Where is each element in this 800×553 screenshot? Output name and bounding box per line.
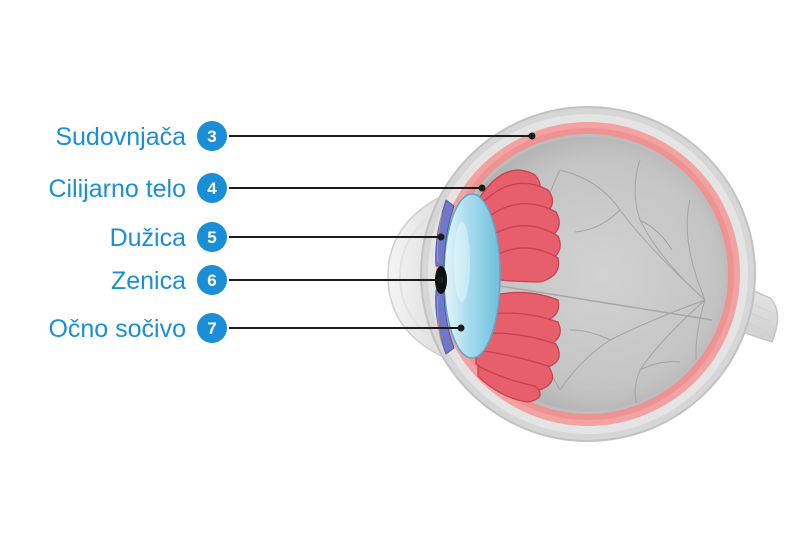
badge-number-7: 7 xyxy=(207,319,216,338)
badge-3 xyxy=(197,121,227,151)
label-duzica: Dužica xyxy=(110,224,187,252)
ciliary-body-lower xyxy=(475,291,561,403)
lens-shape xyxy=(443,193,501,359)
callout-3: Sudovnjača 3 xyxy=(55,121,227,151)
leader-lines xyxy=(229,132,536,332)
label-ocno-socivo: Očno sočivo xyxy=(48,315,186,343)
callout-7: Očno sočivo 7 xyxy=(48,313,227,343)
callout-4: Cilijarno telo 4 xyxy=(48,173,227,203)
label-cilijarno-telo: Cilijarno telo xyxy=(48,175,186,203)
label-zenica: Zenica xyxy=(111,267,186,295)
badge-number-5: 5 xyxy=(207,228,216,247)
badge-7 xyxy=(197,313,227,343)
callout-6: Zenica 6 xyxy=(111,265,227,295)
label-sudovnjaca: Sudovnjača xyxy=(55,123,186,151)
badge-number-4: 4 xyxy=(207,179,217,198)
ciliary-body-upper xyxy=(475,169,561,283)
badge-number-3: 3 xyxy=(207,127,216,146)
badge-6 xyxy=(197,265,227,295)
badge-5 xyxy=(197,222,227,252)
badge-4 xyxy=(197,173,227,203)
iris-shape xyxy=(435,199,455,355)
callout-5: Dužica 5 xyxy=(110,222,227,252)
badge-number-6: 6 xyxy=(207,271,216,290)
